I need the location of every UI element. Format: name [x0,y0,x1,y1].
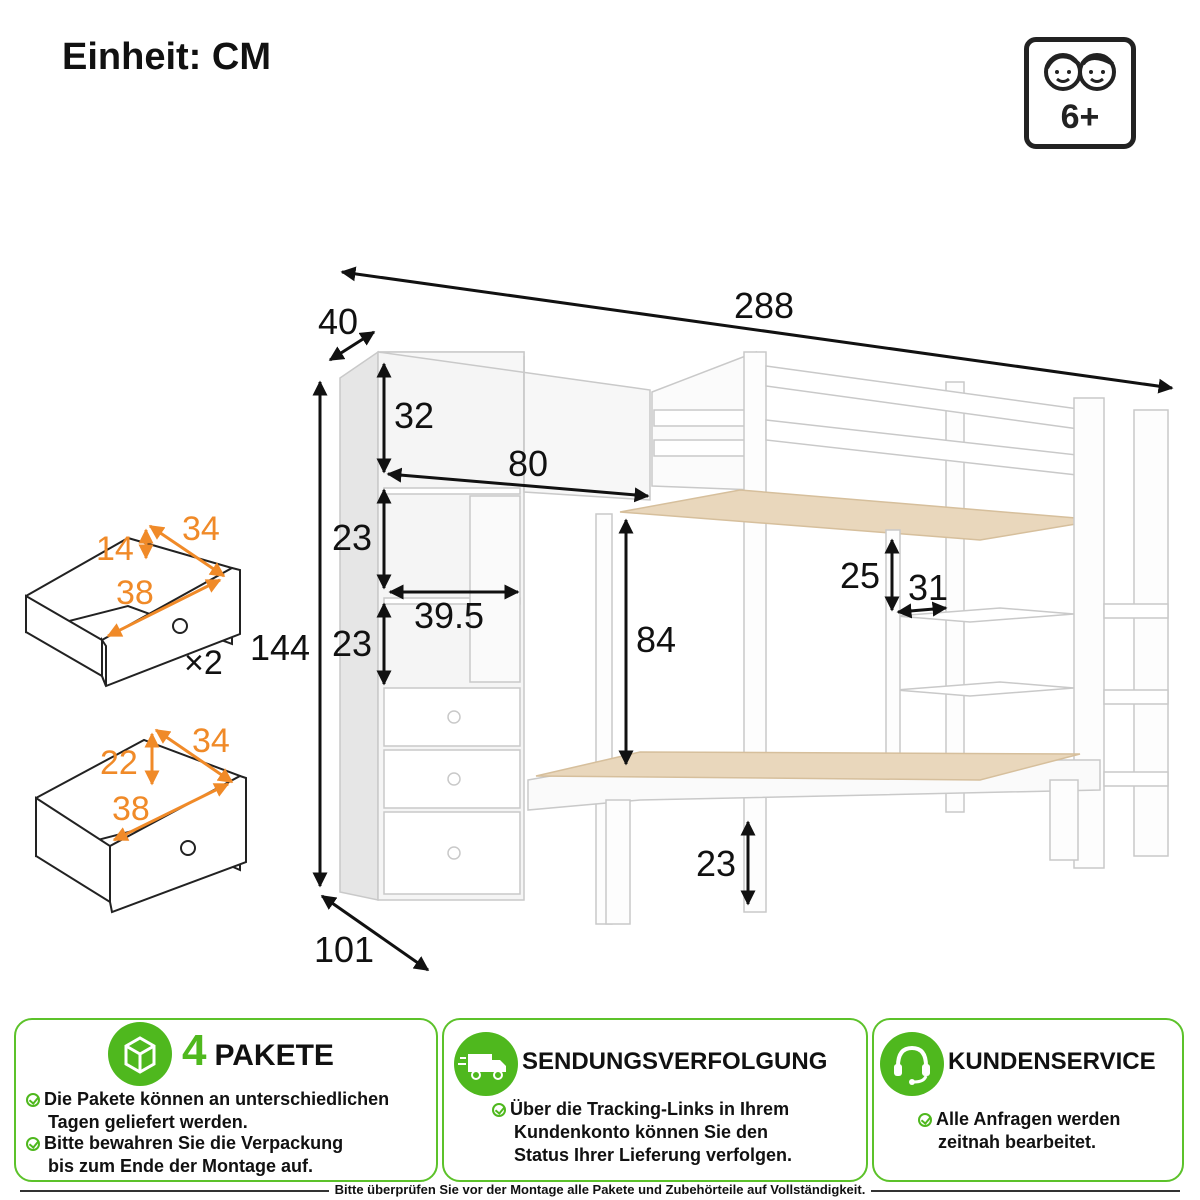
tracking-card: SENDUNGSVERFOLGUNG Über die Tracking-Lin… [442,1018,868,1182]
small-drawer-count: ×2 [184,644,223,682]
large-drawer-width: 38 [112,790,150,828]
tracking-title: SENDUNGSVERFOLGUNG [522,1048,828,1075]
drawer-knob-icon [172,618,188,634]
customer-service-line-1: Alle Anfragen werden [918,1108,1120,1131]
packages-line-1: Die Pakete können an unterschiedlichen [26,1088,389,1111]
small-drawer-width: 38 [116,574,154,612]
age-rating: 6+ [1060,98,1100,136]
dimension-length: 288 [734,285,794,326]
packages-line-2: Tagen geliefert werden. [48,1112,248,1132]
check-icon [492,1103,506,1117]
packages-line-3: Bitte bewahren Sie die Verpackung [26,1132,343,1155]
customer-service-title: KUNDENSERVICE [948,1048,1156,1075]
unit-label: Einheit: CM [62,36,271,78]
tracking-line-1: Über die Tracking-Links in Ihrem [492,1098,789,1121]
bunk-bed-diagram: 288 40 144 101 32 80 23 39.5 23 84 25 31… [25,266,1174,972]
package-box-icon [108,1022,172,1086]
dimension-shelf-width: 39.5 [414,595,484,636]
dimension-cabinet-width: 80 [508,443,548,484]
footer-note-text: Bitte überprüfen Sie vor der Montage all… [328,1182,872,1197]
kids-faces-icon [1044,53,1116,91]
package-count: 4 [182,1026,207,1075]
check-icon [918,1113,932,1127]
dimension-shelf-height-upper: 23 [332,517,372,558]
bed-illustration [339,350,1169,925]
check-icon [26,1093,40,1107]
packages-line-4: bis zum Ende der Montage auf. [48,1156,314,1176]
customer-service-card: KUNDENSERVICE Alle Anfragen werden zeitn… [872,1018,1184,1182]
large-drawer-height: 22 [100,744,138,782]
large-drawer-depth: 34 [192,722,230,760]
small-drawer-height: 14 [96,530,134,568]
dimension-width: 101 [314,929,374,970]
headset-icon [880,1032,944,1096]
delivery-truck-icon [454,1032,518,1096]
dimension-floor-clearance: 23 [696,843,736,884]
customer-service-line-2: zeitnah bearbeitet. [938,1132,1097,1152]
dimension-desk-height: 25 [840,555,880,596]
large-drawer-arrows [112,728,234,842]
tracking-line-3: Status Ihrer Lieferung verfolgen. [514,1145,793,1165]
check-icon [26,1137,40,1151]
small-drawer-depth: 34 [182,510,220,548]
small-drawer-arrows [106,524,226,638]
dimension-arrows [312,266,1174,972]
packages-title: PAKETE [214,1039,334,1072]
dimension-upper-clearance: 84 [636,619,676,660]
dimension-desk-depth: 31 [908,567,948,608]
dimension-height: 144 [250,627,310,668]
tracking-line-2: Kundenkonto können Sie den [514,1122,769,1142]
dimension-depth: 40 [318,301,358,342]
footer-note: Bitte überprüfen Sie vor der Montage all… [0,1182,1200,1200]
age-badge: 6+ [1024,37,1136,149]
dimension-cabinet-height: 32 [394,395,434,436]
drawer-knob-icon [180,840,196,856]
dimension-shelf-height-lower: 23 [332,623,372,664]
